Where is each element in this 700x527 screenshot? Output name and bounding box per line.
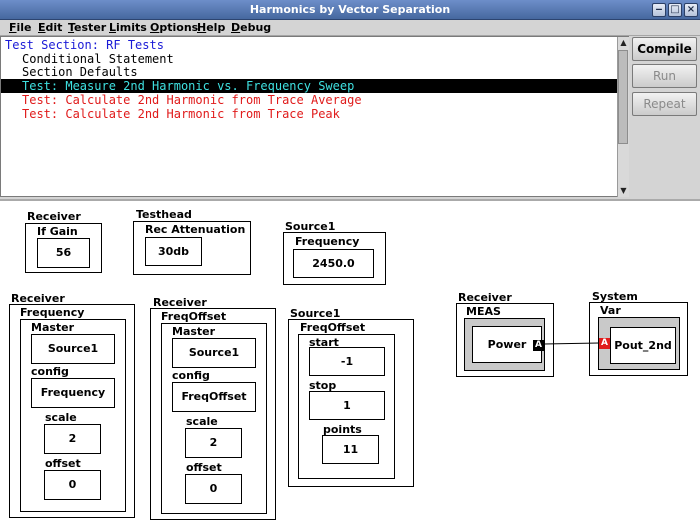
- start-label: start: [309, 336, 339, 349]
- master-label: Master: [31, 321, 75, 334]
- connection-wire: [543, 342, 600, 345]
- list-item-test-average[interactable]: Test: Calculate 2nd Harmonic from Trace …: [22, 93, 362, 107]
- minimize-icon[interactable]: ‒: [652, 3, 666, 17]
- scroll-up-icon[interactable]: ▲: [620, 38, 627, 47]
- attenuation-value[interactable]: 30db: [145, 237, 202, 266]
- list-item-section[interactable]: Test Section: RF Tests: [5, 38, 164, 52]
- offset-value[interactable]: 0: [44, 470, 101, 500]
- output-port-icon[interactable]: A: [533, 340, 544, 351]
- offset-label: offset: [45, 457, 81, 470]
- source-frequency-block[interactable]: Frequency 2450.0: [283, 232, 386, 285]
- frequency-group: Master Source1 config Frequency scale 2 …: [20, 319, 126, 512]
- stop-label: stop: [309, 379, 337, 392]
- block-title: Receiver: [11, 292, 65, 305]
- menu-help[interactable]: Help: [197, 21, 226, 34]
- param-label: FreqOffset: [300, 321, 366, 334]
- offset-value[interactable]: 0: [185, 474, 242, 504]
- block-title: Receiver: [458, 291, 512, 304]
- block-title: System: [592, 290, 638, 303]
- block-title: Source1: [285, 220, 336, 233]
- if-gain-value[interactable]: 56: [37, 238, 90, 268]
- var-panel: Pout_2nd: [598, 317, 680, 370]
- menu-limits[interactable]: Limits: [109, 21, 147, 34]
- sweep-group: start -1 stop 1 points 11: [298, 334, 395, 479]
- menu-tester[interactable]: Tester: [68, 21, 107, 34]
- param-label: Var: [600, 304, 621, 317]
- run-button[interactable]: Run: [632, 64, 697, 88]
- param-label: Rec Attenuation: [145, 223, 246, 236]
- config-value[interactable]: FreqOffset: [172, 382, 256, 412]
- source-freqoffset-block[interactable]: FreqOffset start -1 stop 1 points 11: [288, 319, 414, 487]
- master-value[interactable]: Source1: [172, 338, 256, 368]
- close-icon[interactable]: ×: [684, 3, 698, 17]
- list-item-section-defaults[interactable]: Section Defaults: [22, 65, 138, 79]
- receiver-if-gain-block[interactable]: If Gain 56: [25, 223, 102, 273]
- system-var-block[interactable]: Var Pout_2nd A: [589, 302, 688, 376]
- var-value[interactable]: Pout_2nd: [610, 327, 676, 364]
- menu-edit[interactable]: Edit: [38, 21, 63, 34]
- source-frequency-value[interactable]: 2450.0: [293, 249, 374, 278]
- freqoffset-group: Master Source1 config FreqOffset scale 2…: [161, 323, 267, 514]
- block-title: Source1: [290, 307, 341, 320]
- block-title: Receiver: [153, 296, 207, 309]
- offset-label: offset: [186, 461, 222, 474]
- master-label: Master: [172, 325, 216, 338]
- maximize-icon[interactable]: □: [668, 3, 682, 17]
- param-label: FreqOffset: [161, 310, 227, 323]
- scroll-down-icon[interactable]: ▼: [620, 186, 627, 195]
- param-label: MEAS: [466, 305, 501, 318]
- scale-label: scale: [45, 411, 77, 424]
- meas-value[interactable]: Power: [472, 326, 542, 363]
- receiver-freqoffset-block[interactable]: FreqOffset Master Source1 config FreqOff…: [150, 308, 276, 520]
- test-list[interactable]: Test Section: RF Tests Conditional State…: [0, 36, 629, 197]
- window-title: Harmonics by Vector Separation: [249, 3, 451, 16]
- repeat-button[interactable]: Repeat: [632, 92, 697, 116]
- master-value[interactable]: Source1: [31, 334, 115, 364]
- menu-file[interactable]: File: [9, 21, 32, 34]
- scale-value[interactable]: 2: [185, 428, 242, 458]
- list-item-test-peak[interactable]: Test: Calculate 2nd Harmonic from Trace …: [22, 107, 340, 121]
- block-title: Receiver: [27, 210, 81, 223]
- menu-debug[interactable]: Debug: [231, 21, 272, 34]
- meas-panel: Power: [464, 318, 545, 371]
- scale-label: scale: [186, 415, 218, 428]
- points-value[interactable]: 11: [322, 435, 379, 464]
- config-label: config: [31, 365, 69, 378]
- scale-value[interactable]: 2: [44, 424, 101, 454]
- receiver-frequency-block[interactable]: Frequency Master Source1 config Frequenc…: [9, 304, 135, 518]
- param-label: Frequency: [295, 235, 360, 248]
- block-canvas[interactable]: Receiver If Gain 56 Testhead Rec Attenua…: [0, 199, 700, 527]
- start-value[interactable]: -1: [309, 347, 385, 376]
- list-item-conditional[interactable]: Conditional Statement: [22, 52, 174, 66]
- receiver-meas-block[interactable]: MEAS Power A: [456, 303, 554, 377]
- param-label: If Gain: [37, 225, 78, 238]
- title-bar[interactable]: Harmonics by Vector Separation ‒ □ ×: [0, 0, 700, 20]
- scroll-thumb[interactable]: [618, 50, 628, 144]
- points-label: points: [323, 423, 362, 436]
- block-title: Testhead: [136, 208, 192, 221]
- input-port-icon[interactable]: A: [599, 338, 610, 349]
- menu-bar: File Edit Tester Limits Options Help Deb…: [0, 20, 700, 36]
- stop-value[interactable]: 1: [309, 391, 385, 420]
- param-label: Frequency: [20, 306, 85, 319]
- testhead-attenuation-block[interactable]: Rec Attenuation 30db: [133, 221, 251, 275]
- menu-options[interactable]: Options: [150, 21, 199, 34]
- list-item-selected-test[interactable]: Test: Measure 2nd Harmonic vs. Frequency…: [1, 79, 618, 93]
- compile-button[interactable]: Compile: [632, 37, 697, 61]
- config-value[interactable]: Frequency: [31, 378, 115, 408]
- config-label: config: [172, 369, 210, 382]
